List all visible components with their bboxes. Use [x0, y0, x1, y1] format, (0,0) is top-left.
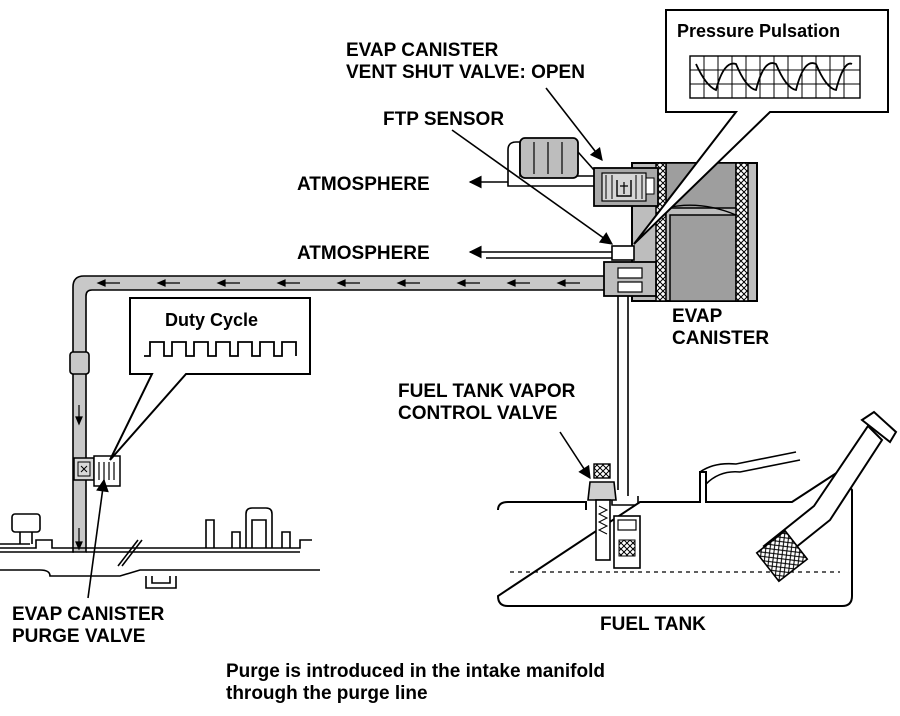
evap-canister-label-line2: CANISTER: [672, 328, 770, 349]
caption: Purge is introduced in the intake manifo…: [226, 661, 605, 705]
pressure-waveform: [695, 62, 853, 92]
vent-shut-valve: [593, 167, 659, 207]
vent-valve-label-line1: EVAP CANISTER: [346, 40, 499, 61]
intake-manifold: [0, 507, 320, 589]
atmosphere-lines: [468, 175, 612, 259]
fuel-tank-label: FUEL TANK: [600, 614, 706, 635]
atmosphere-lower-label: ATMOSPHERE: [297, 243, 430, 264]
evap-canister-label-line1: EVAP: [672, 306, 723, 327]
vapor-control-valve: [587, 463, 641, 569]
duty-cycle-title: Duty Cycle: [165, 310, 259, 330]
purge-valve-label-line1: EVAP CANISTER: [12, 604, 165, 625]
atmosphere-upper-label: ATMOSPHERE: [297, 174, 430, 195]
fuel-tank: [496, 451, 853, 607]
tank-vapor-line: [611, 296, 639, 506]
caption-line1: Purge is introduced in the intake manifo…: [226, 661, 605, 682]
caption-line2: through the purge line: [226, 683, 428, 704]
purge-valve-label-line2: PURGE VALVE: [12, 626, 146, 647]
vapor-valve-label-line2: CONTROL VALVE: [398, 403, 558, 424]
pressure-callout: [633, 9, 889, 245]
vent-filter: [507, 137, 595, 187]
purge-line-filter: [69, 351, 90, 375]
vapor-valve-label-line1: FUEL TANK VAPOR: [398, 381, 576, 402]
vent-valve-label-line2: VENT SHUT VALVE: OPEN: [346, 62, 585, 83]
ftp-sensor: [603, 245, 657, 297]
pressure-pulsation-title: Pressure Pulsation: [677, 21, 841, 41]
leader-arrows: [87, 87, 614, 599]
ftp-sensor-label: FTP SENSOR: [383, 109, 505, 130]
filler-neck: [755, 410, 898, 583]
purge-flow-arrows: [75, 279, 580, 551]
duty-waveform: [144, 341, 297, 357]
duty-callout: [109, 297, 311, 461]
